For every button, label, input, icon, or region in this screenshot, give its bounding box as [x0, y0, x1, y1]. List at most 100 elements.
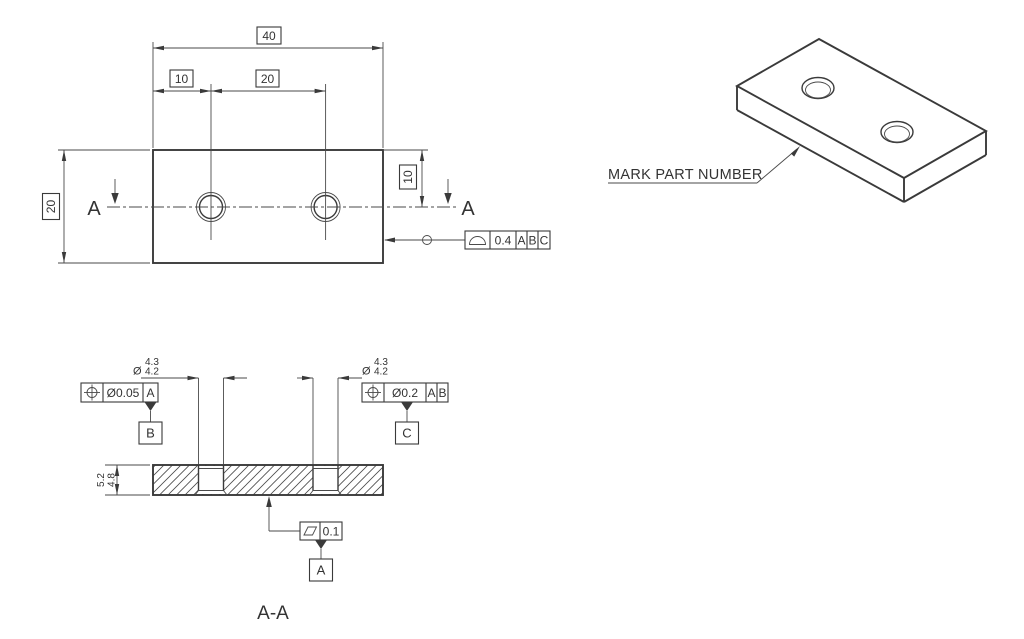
arrowhead	[200, 88, 211, 94]
section-letter: A	[461, 198, 475, 220]
section-hole-left	[194, 465, 228, 496]
arrowhead	[153, 45, 164, 51]
chamfer-edge	[194, 490, 199, 496]
limit-upper: 5.2	[96, 473, 107, 487]
iso-hole-top	[801, 76, 835, 100]
datum-letter: C	[402, 426, 411, 441]
fcf-datum: B	[528, 234, 536, 248]
arrowhead	[302, 375, 313, 381]
fcf-datum: A	[146, 386, 154, 400]
arrowhead	[419, 196, 425, 207]
dim-label: 20	[261, 72, 275, 86]
plate-outline	[152, 149, 384, 264]
surface-profile-callout: 0.4 A B C	[384, 230, 551, 250]
arrowhead	[114, 484, 120, 495]
limit-lower: 4.2	[374, 367, 388, 378]
arrowhead	[314, 88, 326, 94]
basic-dim-box	[256, 26, 282, 45]
basic-dim-box	[169, 69, 194, 88]
fcf-datum: C	[540, 234, 549, 248]
section-outline	[152, 464, 384, 496]
fcf-value: 0.1	[323, 525, 340, 539]
section-hole-right	[309, 465, 342, 496]
section-view: Ø 4.3 4.2 Ø 4.3 4.2 Ø0.05	[80, 357, 449, 624]
fcf-datum: A	[427, 386, 435, 400]
arrowhead	[61, 252, 67, 263]
basic-dim-box	[41, 192, 61, 221]
datum-box	[308, 558, 334, 582]
datum-triangle	[315, 540, 327, 549]
section-arrow-right: A	[444, 179, 475, 220]
hole-left-void	[198, 466, 224, 494]
diameter-symbol: Ø	[133, 366, 142, 378]
arrowhead	[153, 88, 164, 94]
fcf-frame	[464, 230, 551, 250]
flatness-callout: 0.1 A	[266, 496, 343, 582]
iso-hole-bottom-inner	[884, 125, 910, 143]
fcf-datum: B	[438, 386, 446, 400]
iso-hole-bottom	[880, 120, 914, 144]
dim-hole-left-diameter: Ø 4.3 4.2	[133, 357, 247, 464]
arrowhead	[187, 375, 199, 381]
limit-upper: 4.3	[145, 357, 159, 368]
datum-triangle	[144, 402, 157, 411]
section-arrowhead	[444, 193, 452, 204]
dim-hole-right-diameter: Ø 4.3 4.2	[297, 357, 388, 464]
diameter-symbol: Ø	[362, 366, 371, 378]
isometric-view: MARK PART NUMBER	[608, 37, 988, 203]
arrowhead	[384, 237, 395, 243]
arrowhead	[338, 375, 349, 381]
dim-hole-offset: 10	[153, 69, 211, 94]
dim-label: 10	[401, 170, 415, 184]
section-arrowhead	[111, 193, 119, 204]
position-icon	[365, 384, 381, 401]
section-title: A-A	[257, 603, 289, 624]
arrowhead	[223, 375, 235, 381]
basic-dim-box	[255, 69, 280, 88]
mark-note-text: MARK PART NUMBER	[608, 167, 763, 183]
iso-top-face	[735, 37, 988, 180]
arrowhead	[61, 150, 67, 161]
fcf-value: 0.4	[495, 234, 512, 248]
dim-label: 40	[262, 29, 276, 43]
chamfer-edge	[309, 490, 314, 496]
arrowhead	[372, 45, 383, 51]
leader-circle	[422, 235, 432, 245]
dim-label: 20	[44, 200, 58, 214]
arrowhead	[114, 465, 120, 476]
chamfer-edge	[337, 490, 342, 496]
front-view: 40 10 20 20	[41, 26, 551, 264]
chamfer-edge	[223, 490, 228, 496]
dim-overall-height: 20	[41, 149, 150, 264]
limit-lower: 4.2	[145, 367, 159, 378]
fcf-value: Ø0.2	[392, 386, 418, 400]
basic-dim-box	[398, 164, 418, 190]
limit-upper: 4.3	[374, 357, 388, 368]
arrowhead	[419, 150, 425, 161]
datum-box	[394, 421, 420, 445]
mark-note: MARK PART NUMBER	[608, 146, 800, 184]
dim-hole-spacing: 20	[211, 69, 326, 94]
section-letter: A	[87, 198, 101, 220]
datum-letter: A	[317, 563, 326, 578]
position-icon	[84, 384, 100, 401]
arrowhead	[266, 496, 272, 507]
arrowhead	[211, 88, 222, 94]
limit-lower: 4.8	[107, 473, 118, 487]
fcf-frame	[80, 382, 159, 403]
dim-thickness: 5.2 4.8	[96, 464, 150, 496]
position-callout-right: Ø0.2 A B C	[361, 382, 449, 445]
iso-hole-top-inner	[805, 81, 831, 99]
flatness-icon	[303, 526, 318, 536]
datum-triangle	[401, 402, 413, 411]
position-callout-left: Ø0.05 A B	[80, 382, 163, 445]
dim-overall-width: 40	[152, 26, 384, 148]
datum-box	[138, 421, 163, 445]
datum-letter: B	[146, 426, 155, 441]
arrowhead	[790, 146, 800, 157]
dim-label: 10	[175, 72, 189, 86]
surface-profile-icon	[469, 236, 486, 245]
section-hatch	[153, 465, 383, 495]
